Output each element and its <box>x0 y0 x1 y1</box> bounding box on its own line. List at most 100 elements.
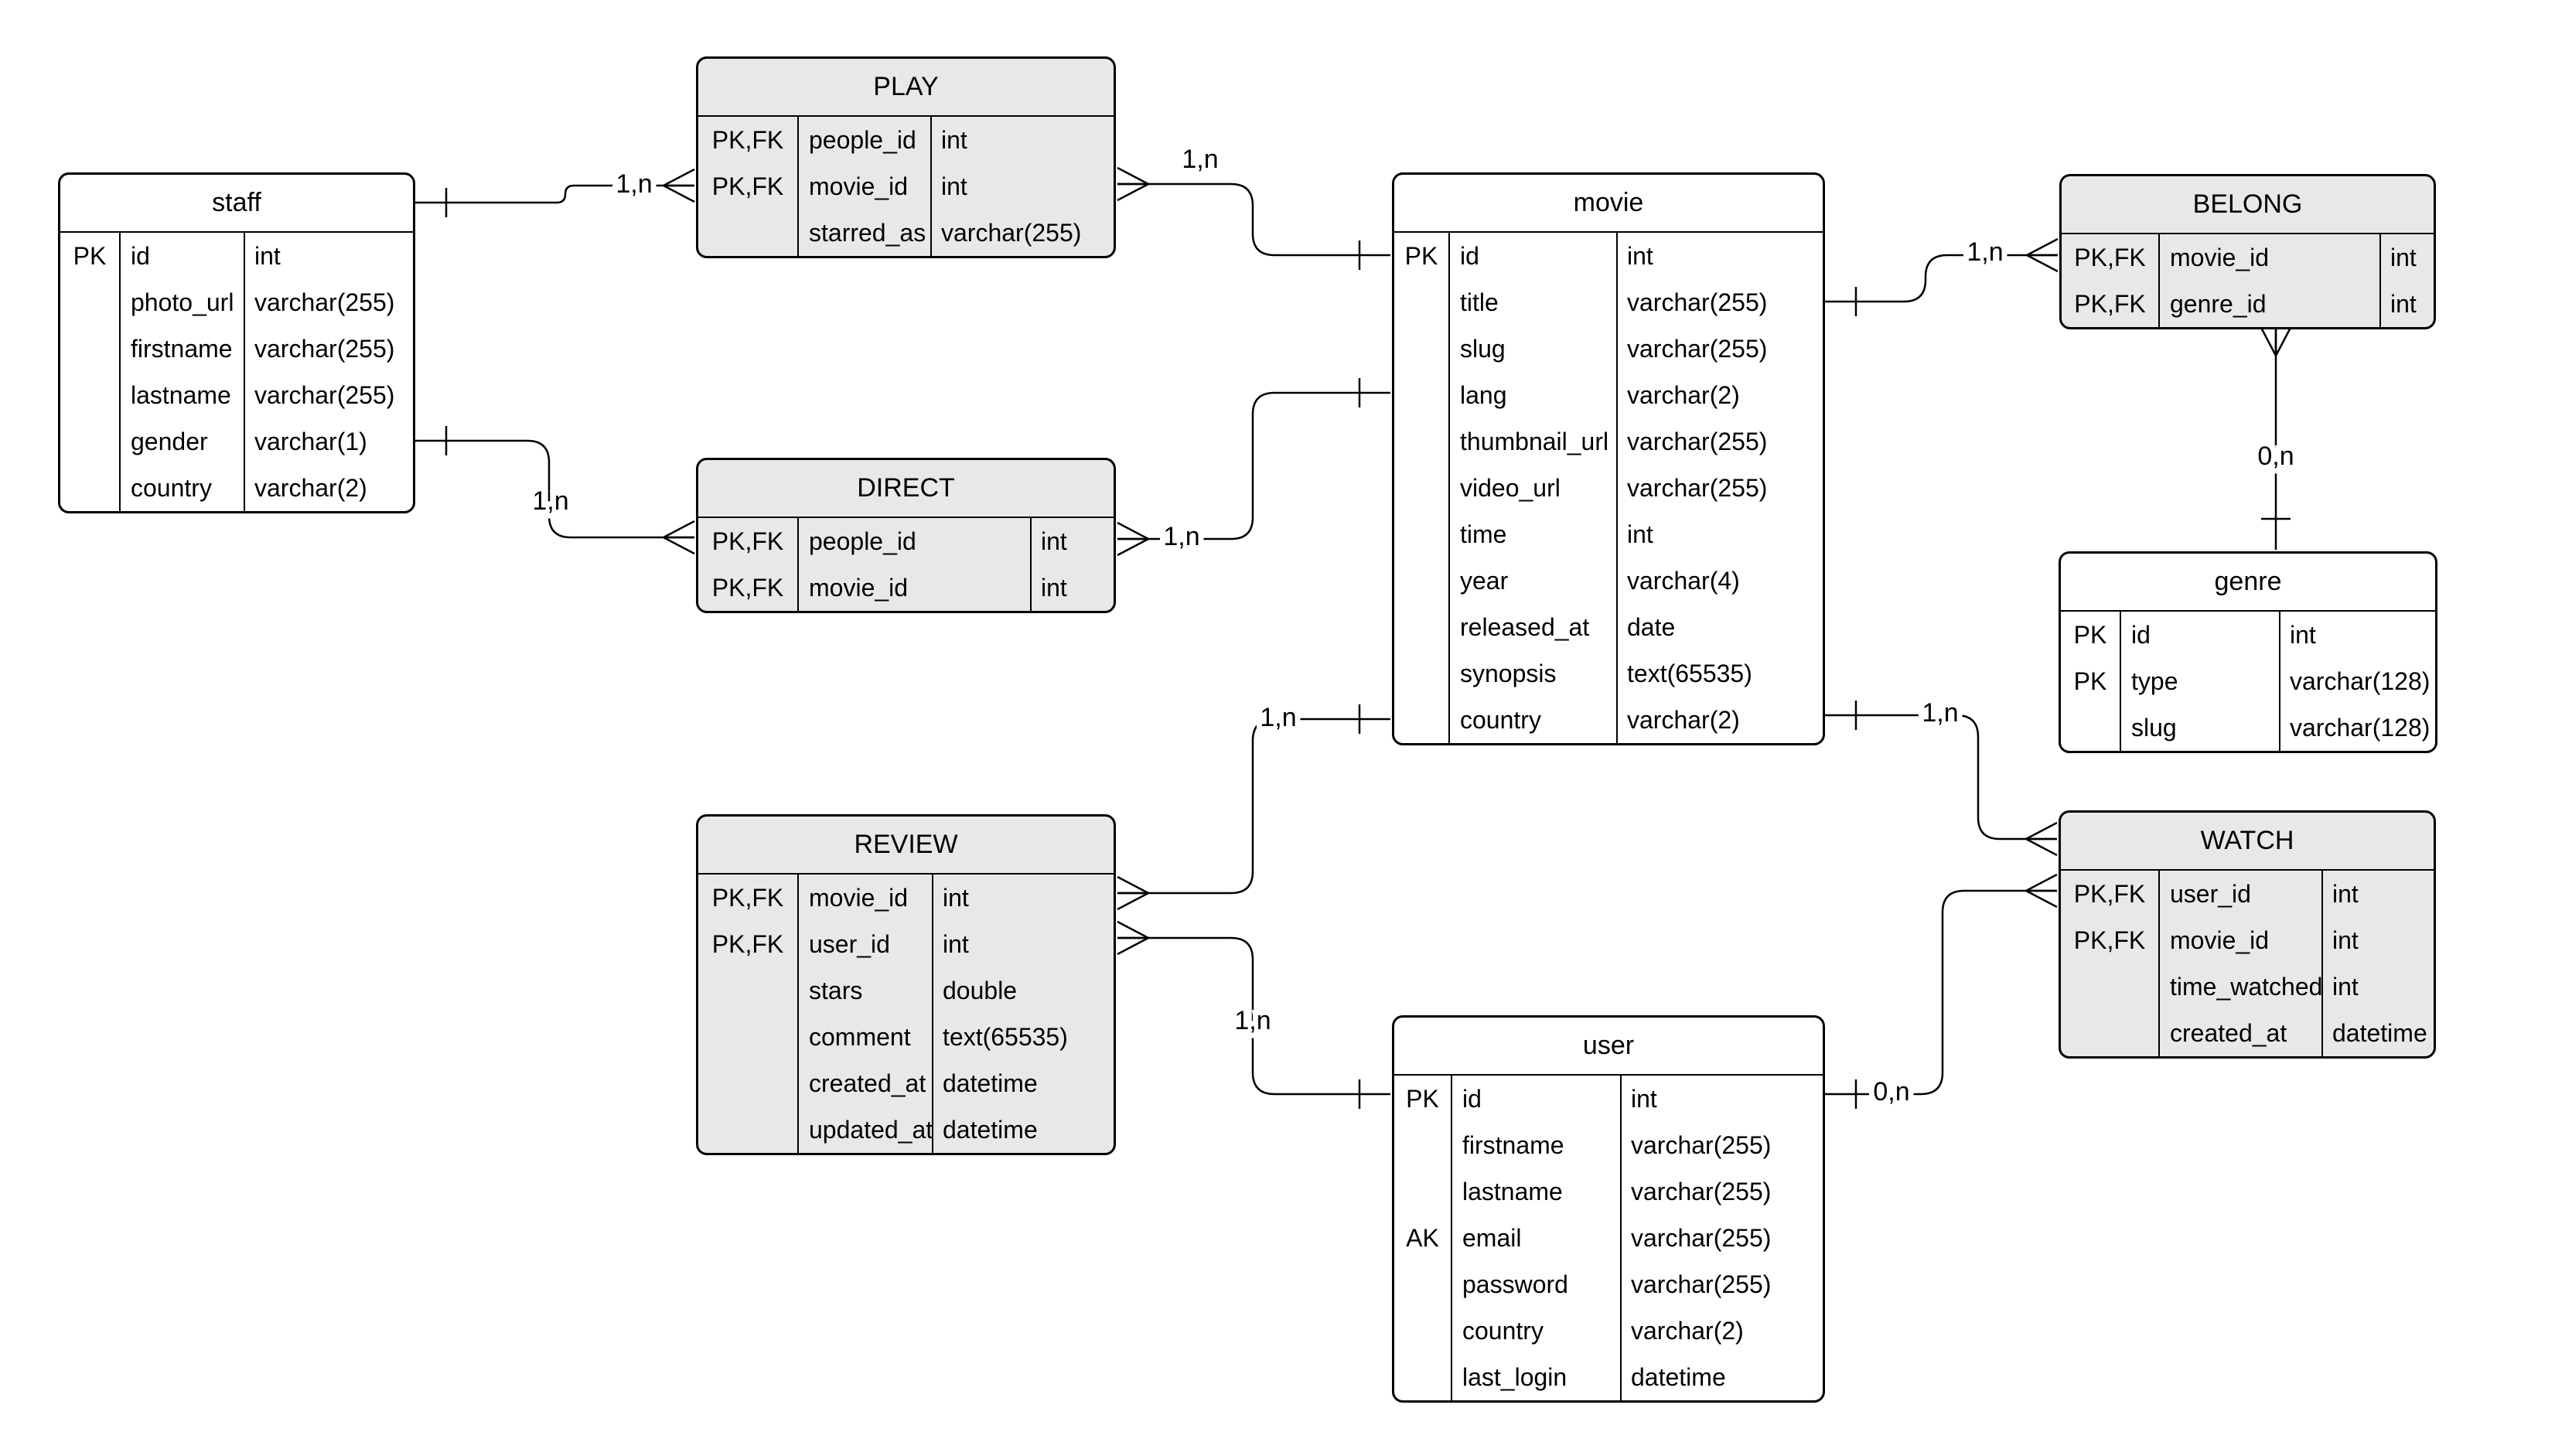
column-name-cell: movie_id <box>2170 926 2270 954</box>
table-header: BELONG <box>2062 176 2434 234</box>
relationship-line[interactable] <box>415 184 694 204</box>
relationship-line[interactable] <box>1825 714 2057 841</box>
column-name-cell: movie_id <box>2170 243 2270 271</box>
relationship-line[interactable] <box>1825 254 2058 303</box>
column-name-cell: country <box>131 473 212 502</box>
key-cell: PK,FK <box>711 172 784 200</box>
key-cell: PK <box>2073 620 2107 649</box>
column-type-cell: text(65535) <box>943 1022 1068 1051</box>
relationship-line[interactable] <box>415 439 694 539</box>
column-name-cell: lang <box>1460 380 1507 409</box>
column-type-cell: varchar(255) <box>1627 334 1768 363</box>
column-name-cell: starred_as <box>809 218 926 247</box>
key-cell: PK <box>1406 1084 1439 1113</box>
column-type-cell: int <box>2332 972 2359 1001</box>
connector-user-WATCH[interactable]: 0,n <box>1825 873 2058 1112</box>
relationship-line[interactable] <box>1117 718 1390 895</box>
table-header: REVIEW <box>698 817 1114 875</box>
cardinality-label: 1,n <box>1922 698 1958 728</box>
column-name-cell: id <box>131 241 150 270</box>
column-name-cell: country <box>1462 1316 1544 1345</box>
table-header: PLAY <box>698 59 1114 117</box>
key-cell: PK,FK <box>2074 289 2146 318</box>
connector-movie-WATCH[interactable]: 1,n <box>1825 693 2058 857</box>
table-title: genre <box>2214 567 2282 596</box>
column-name-cell: time_watched <box>2170 972 2323 1001</box>
table-header: user <box>1394 1018 1823 1076</box>
relationship-line[interactable] <box>1825 889 2057 1096</box>
key-cell: PK,FK <box>711 883 784 912</box>
key-cell <box>1394 279 1448 326</box>
connector-movie-BELONG[interactable]: 1,n <box>1825 232 2059 316</box>
column-name-cell: user_id <box>2170 879 2251 908</box>
column-type-cell: int <box>1631 1084 1657 1113</box>
connector-staff-DIRECT[interactable]: 1,n <box>415 426 695 555</box>
column-type-cell: int <box>2390 243 2417 271</box>
key-column: PK <box>60 233 121 511</box>
connector-REVIEW-movie[interactable]: 1,n <box>1117 697 1390 911</box>
connector-staff-PLAY[interactable]: 1,n <box>415 164 695 217</box>
key-cell: PK,FK <box>711 929 784 958</box>
table-header: DIRECT <box>698 460 1114 518</box>
key-cell: PK,FK <box>2073 926 2146 954</box>
key-cell <box>1394 1354 1451 1400</box>
key-cell <box>1394 697 1448 743</box>
connector-DIRECT-movie[interactable]: 1,n <box>1117 378 1390 557</box>
column-name-cell: people_id <box>809 527 916 555</box>
column-name-cell: lastname <box>131 380 231 409</box>
column-name-cell: created_at <box>2170 1018 2287 1047</box>
column-name-cell: thumbnail_url <box>1460 427 1609 455</box>
table-header: genre <box>2061 554 2435 612</box>
key-cell <box>2061 1010 2158 1056</box>
column-name-cell: released_at <box>1460 612 1590 641</box>
relationship-line[interactable] <box>1117 182 1390 257</box>
column-type-cell: varchar(255) <box>1627 473 1768 502</box>
connector-PLAY-movie[interactable]: 1,n <box>1117 139 1390 270</box>
column-type-cell: int <box>941 125 967 154</box>
key-column: PK,FK PK,FK <box>698 875 799 1153</box>
key-cell <box>698 1106 797 1153</box>
column-type-cell: datetime <box>1631 1362 1726 1391</box>
key-cell <box>1394 1168 1451 1215</box>
column-type-cell: varchar(255) <box>254 334 395 363</box>
key-cell <box>1394 511 1448 558</box>
relationship-line[interactable] <box>1117 391 1390 540</box>
connector-REVIEW-user[interactable]: 1,n <box>1117 920 1390 1109</box>
relationship-line[interactable] <box>1117 936 1390 1096</box>
column-type-cell: varchar(2) <box>1627 380 1740 409</box>
key-cell: PK,FK <box>2073 879 2146 908</box>
column-type-cell: varchar(255) <box>254 380 395 409</box>
cardinality-label: 1,n <box>532 486 568 516</box>
connector-BELONG-genre[interactable]: 0,n <box>2252 324 2300 550</box>
column-type-cell: varchar(4) <box>1627 566 1740 595</box>
table-title: PLAY <box>873 72 939 101</box>
key-cell <box>1394 650 1448 697</box>
cardinality-label: 1,n <box>616 169 652 199</box>
column-type-cell: int <box>943 929 969 958</box>
column-type-cell: varchar(128) <box>2290 667 2430 695</box>
key-cell: PK,FK <box>711 527 784 555</box>
column-type-cell: int <box>2332 926 2359 954</box>
column-name-cell: firstname <box>1462 1130 1564 1159</box>
